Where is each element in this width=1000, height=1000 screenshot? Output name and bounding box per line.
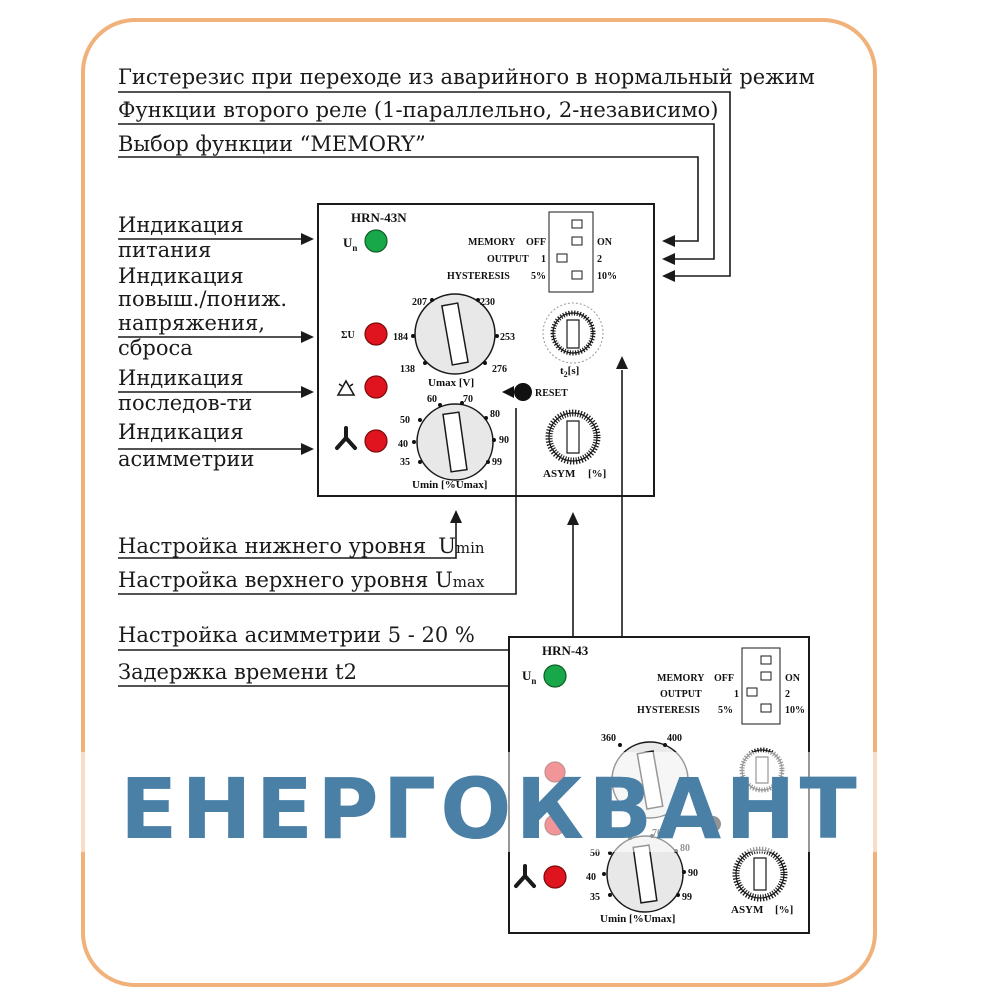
panel2-umin-tick-50: 50 [590,848,600,859]
reset-arrow [502,386,514,398]
label-voltage-1: Индикация [118,264,244,288]
label-asym-2: асимметрии [118,447,254,471]
panel2-umin-tick-99: 99 [682,892,692,903]
sequence-icon [336,379,356,396]
panel2-asymmetry-led [543,865,567,889]
panel1-t2-knob[interactable] [542,302,604,364]
panel1-asym-label: ASYM [543,468,576,480]
panel2-output-label: OUTPUT [660,689,702,700]
panel2-hyst-label: HYSTERESIS [637,705,700,716]
umax-tick-138: 138 [400,364,415,375]
panel2-asymmetry-icon [514,864,536,888]
panel2-hyst-5: 5% [718,705,733,716]
panel1-output-label: OUTPUT [487,254,529,265]
panel2-umin-tick-90: 90 [688,868,698,879]
panel1-t2-label: t2[s] [560,365,579,379]
panel1-voltage-led [364,322,388,346]
panel2-un-label: Un [522,668,536,686]
panel1-umin-label: Umin [%Umax] [412,479,487,491]
panel2-title: HRN-43 [542,643,589,658]
panel1-on-label: ON [597,237,613,248]
label-memory: Выбор функции “MEMORY” [118,132,426,156]
umax-tick-253: 253 [500,332,515,343]
label-delay: Задержка времени t2 [118,660,357,684]
panel1-asym-knob[interactable] [545,409,601,465]
umax-tick-276: 276 [492,364,507,375]
panel1-su-label: ΣU [341,330,355,341]
panel1-dip-switches[interactable] [548,211,594,293]
panel2-output-1: 1 [734,689,739,700]
watermark: ЕНЕРГОКВАНТ [0,752,1000,858]
panel1-power-led [364,229,388,253]
panel1-output-2: 2 [597,254,602,265]
outer-frame [81,18,877,987]
label-hysteresis: Гистерезис при переходе из аварийного в … [118,65,815,89]
panel2-asym-unit: [%] [775,904,793,916]
panel1-un-label: Un [343,235,357,253]
panel2-off-label: OFF [714,673,734,684]
umin-tick-70: 70 [463,394,473,405]
panel2-power-led [543,664,567,688]
panel2-umin-label: Umin [%Umax] [600,913,675,925]
label-second-relay: Функции второго реле (1-параллельно, 2-н… [118,98,719,122]
top-leaders [118,91,731,282]
panel1-umax-knob[interactable] [414,293,496,375]
umin-tick-80: 80 [490,409,500,420]
panel1-sequence-led [364,375,388,399]
panel2-hyst-10: 10% [785,705,805,716]
panel2-umin-tick-35: 35 [590,892,600,903]
panel1-asymmetry-led [364,429,388,453]
panel1-reset-button[interactable] [514,383,532,401]
umin-tick-40: 40 [398,439,408,450]
panel1-umin-knob[interactable] [416,403,494,481]
panel1-reset-label: RESET [535,388,568,399]
label-power-2: питания [118,238,211,262]
panel1-asym-unit: [%] [588,468,606,480]
panel2-umax-tick-400: 400 [667,733,682,744]
panel1-hyst-5: 5% [531,271,546,282]
label-seq-1: Индикация [118,366,244,390]
panel1-hyst-10: 10% [597,271,617,282]
panel1-output-1: 1 [541,254,546,265]
label-power-1: Индикация [118,213,244,237]
panel2-memory-label: MEMORY [657,673,705,684]
umin-tick-99: 99 [492,457,502,468]
umax-tick-230: 230 [480,297,495,308]
panel1-hyst-label: HYSTERESIS [447,271,510,282]
umax-tick-184: 184 [393,332,408,343]
umax-tick-207: 207 [412,297,427,308]
panel1-off-label: OFF [526,237,546,248]
label-asym-setting: Настройка асимметрии 5 - 20 % [118,623,475,647]
panel2-dip-switches[interactable] [741,647,781,725]
label-asym-1: Индикация [118,420,244,444]
panel2-umax-tick-360: 360 [601,733,616,744]
label-upper-level: Настройка верхнего уровня Umax [118,568,485,592]
left-labels: Индикация питания Индикация повыш./пониж… [118,213,314,471]
panel1-umax-label: Umax [V] [428,377,474,389]
panel-hrn-43n: HRN-43N Un ΣU MEMORY OFF ON OUTPUT 1 2 H… [317,203,655,497]
panel2-on-label: ON [785,673,801,684]
panel2-asym-label: ASYM [731,904,764,916]
panel1-umax-ticks [411,298,499,365]
asymmetry-icon [335,426,357,450]
umin-tick-50: 50 [400,415,410,426]
watermark-text: ЕНЕРГОКВАНТ [120,760,861,858]
umin-tick-35: 35 [400,457,410,468]
label-voltage-4: сброса [118,336,193,360]
panel1-umin-ticks [412,401,496,464]
panel1-memory-label: MEMORY [468,237,516,248]
panel1-title: HRN-43N [351,210,407,225]
label-seq-2: последов-ти [118,391,252,415]
label-voltage-3: напряжения, [118,311,265,335]
umin-tick-90: 90 [499,435,509,446]
panel2-umin-tick-40: 40 [586,872,596,883]
panel2-output-2: 2 [785,689,790,700]
umin-tick-60: 60 [427,394,437,405]
label-voltage-2: повыш./пониж. [118,287,287,311]
